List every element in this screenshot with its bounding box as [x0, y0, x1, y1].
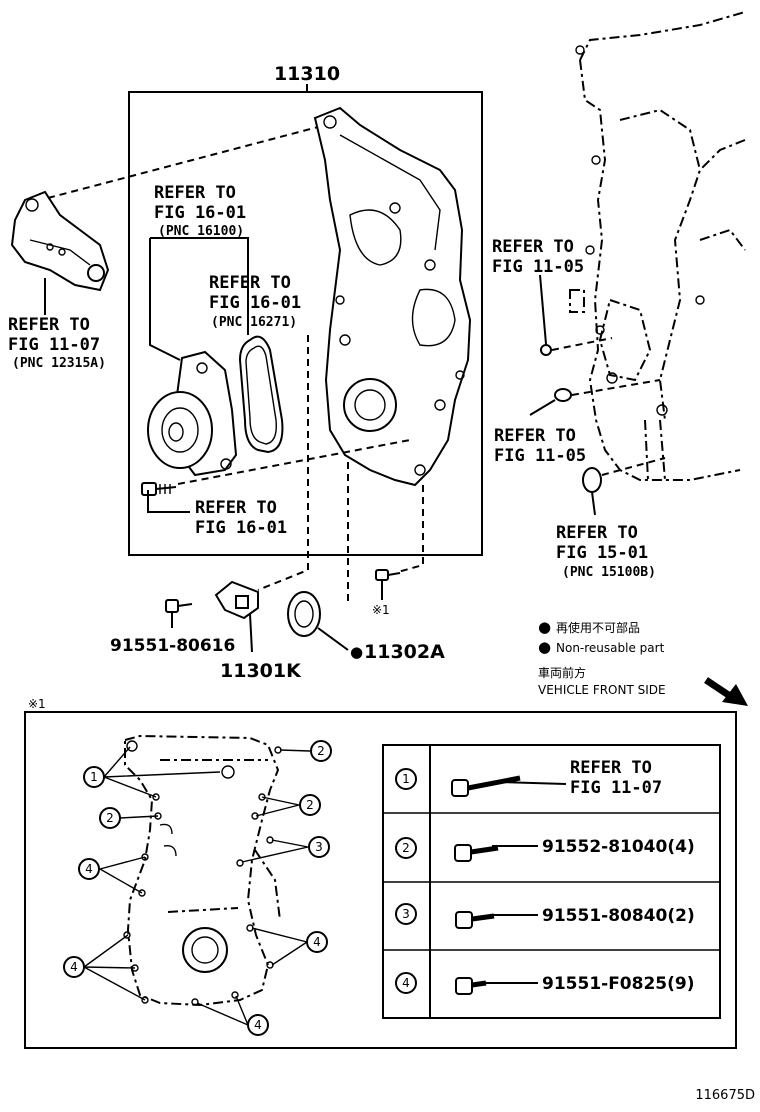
svg-text:FIG 11-05: FIG 11-05 — [494, 446, 586, 466]
svg-text:FIG 11-05: FIG 11-05 — [492, 257, 584, 277]
o-ring-2 — [582, 467, 602, 493]
table-row-4: 4 91551-F0825(9) — [395, 972, 695, 995]
dashed-relation-lines — [47, 126, 424, 605]
figure-id: 116675D — [695, 1088, 755, 1103]
part-number-11301k: 11301K — [220, 660, 302, 682]
sensor-illustration — [214, 580, 259, 653]
engine-block-illustration — [569, 11, 746, 481]
svg-text:91552-81040(4): 91552-81040(4) — [542, 837, 695, 857]
svg-text:4: 4 — [254, 1018, 262, 1032]
svg-text:4: 4 — [313, 935, 321, 949]
svg-text:FIG 16-01: FIG 16-01 — [195, 518, 287, 538]
svg-text:REFER TO: REFER TO — [195, 498, 277, 518]
detail-box — [24, 711, 737, 1049]
svg-text:FIG 15-01: FIG 15-01 — [556, 543, 648, 563]
svg-text:FIG 11-07: FIG 11-07 — [8, 335, 100, 355]
svg-text:4: 4 — [402, 976, 410, 990]
svg-text:REFER TO: REFER TO — [8, 315, 90, 335]
o-ring-1 — [554, 388, 572, 402]
front-en: VEHICLE FRONT SIDE — [538, 683, 666, 697]
detail-callout-numbers: 1 2 2 2 3 4 4 4 4 — [63, 740, 332, 1036]
detail-cover-illustration — [123, 734, 282, 1007]
engine-seal-parts — [529, 274, 666, 516]
svg-text:4: 4 — [85, 862, 93, 876]
svg-text:2: 2 — [317, 744, 325, 758]
svg-text:FIG 16-01: FIG 16-01 — [154, 203, 246, 223]
svg-text:REFER TO: REFER TO — [492, 237, 574, 257]
svg-text:2: 2 — [106, 811, 114, 825]
oil-seal-illustration — [287, 591, 349, 651]
svg-text:2: 2 — [306, 798, 314, 812]
svg-text:REFER TO: REFER TO — [570, 758, 652, 778]
svg-text:3: 3 — [402, 907, 410, 921]
pump-pulley-illustration — [147, 350, 238, 477]
svg-text:(PNC 16100): (PNC 16100) — [158, 224, 244, 239]
svg-text:REFER TO: REFER TO — [154, 183, 236, 203]
legend-jp: 再使用不可部品 — [556, 620, 640, 635]
timing-cover-illustration — [313, 106, 472, 487]
svg-text:(PNC 16271): (PNC 16271) — [211, 315, 297, 330]
svg-text:1: 1 — [90, 770, 98, 784]
svg-text:1: 1 — [402, 772, 410, 786]
table-row-2: 2 91552-81040(4) — [395, 837, 695, 862]
callout-refer-16-01-b: REFER TO FIG 16-01 (PNC 16271) — [209, 273, 301, 330]
detail-leader-lines — [83, 746, 311, 1026]
svg-text:FIG 11-07: FIG 11-07 — [570, 778, 662, 798]
svg-text:REFER TO: REFER TO — [556, 523, 638, 543]
svg-text:2: 2 — [402, 841, 410, 855]
callout-refer-16-01-c: REFER TO FIG 16-01 — [195, 498, 287, 538]
svg-text:91551-80840(2): 91551-80840(2) — [542, 906, 695, 926]
vehicle-front-arrow — [704, 677, 748, 706]
callout-refer-11-05-b: REFER TO FIG 11-05 — [494, 426, 586, 466]
callout-refer-16-01-a: REFER TO FIG 16-01 (PNC 16100) — [154, 183, 246, 239]
svg-text:REFER TO: REFER TO — [494, 426, 576, 446]
svg-text:4: 4 — [70, 960, 78, 974]
callout-refer-11-07: REFER TO FIG 11-07 (PNC 12315A) — [8, 315, 106, 371]
leader-lines — [147, 237, 249, 513]
svg-text:(PNC 12315A): (PNC 12315A) — [12, 356, 106, 371]
svg-text:3: 3 — [315, 840, 323, 854]
svg-text:FIG 16-01: FIG 16-01 — [209, 293, 301, 313]
small-seal-1 — [540, 344, 552, 356]
svg-text:91551-F0825(9): 91551-F0825(9) — [542, 974, 695, 994]
front-jp: 車両前方 — [538, 665, 586, 680]
legend: ● 再使用不可部品 ● Non-reusable part 車両前方 VEHIC… — [538, 618, 666, 697]
bolt-inside-box — [141, 482, 177, 496]
main-assembly-box: 11310 — [128, 63, 483, 556]
part-number-11302a-bullet: ● — [350, 643, 363, 661]
detail-mark: ※1 — [28, 697, 46, 711]
callout-refer-15-01: REFER TO FIG 15-01 (PNC 15100B) — [556, 523, 656, 580]
engine-mount-bracket-illustration — [10, 190, 110, 315]
svg-text:REFER TO: REFER TO — [209, 273, 291, 293]
ref-bolt-illustration — [375, 569, 401, 600]
svg-text:(PNC 15100B): (PNC 15100B) — [562, 565, 656, 580]
main-part-number: 11310 — [274, 63, 340, 85]
ref-mark-1: ※1 — [372, 603, 390, 617]
part-number-91551-80616: 91551-80616 — [110, 636, 235, 656]
table-row-1: 1 REFER TO FIG 11-07 — [395, 758, 662, 798]
bolt-91551-illustration — [165, 599, 193, 628]
detail-bolt-table — [382, 744, 721, 1019]
legend-en: Non-reusable part — [556, 641, 665, 655]
legend-bullet-1: ● — [538, 618, 551, 636]
part-number-11302a: 11302A — [364, 641, 445, 663]
gasket-illustration — [238, 335, 284, 454]
callout-refer-11-05-a: REFER TO FIG 11-05 — [492, 237, 584, 277]
table-row-3: 3 91551-80840(2) — [395, 903, 695, 929]
legend-bullet-2: ● — [538, 638, 551, 656]
